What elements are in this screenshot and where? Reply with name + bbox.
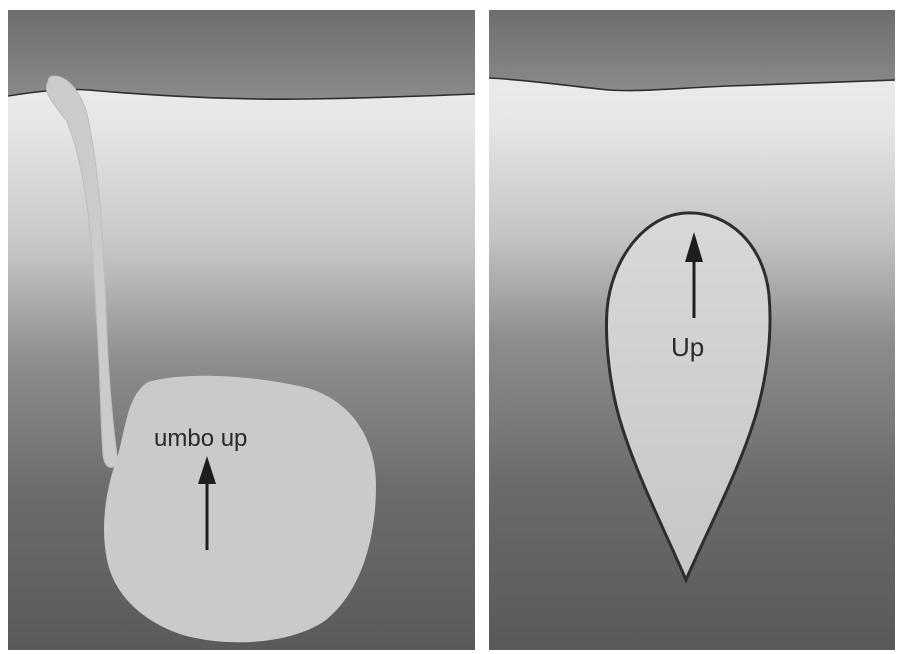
- sky-band: [489, 10, 895, 91]
- umbo-up-label: umbo up: [154, 425, 247, 452]
- sky-band: [8, 10, 475, 99]
- right-panel: Up: [489, 10, 895, 650]
- up-label: Up: [671, 332, 704, 362]
- right-panel-illustration: Up: [489, 10, 895, 650]
- left-panel: umbo up: [8, 10, 475, 650]
- umbo-body: [104, 376, 376, 643]
- left-panel-illustration: umbo up: [8, 10, 475, 650]
